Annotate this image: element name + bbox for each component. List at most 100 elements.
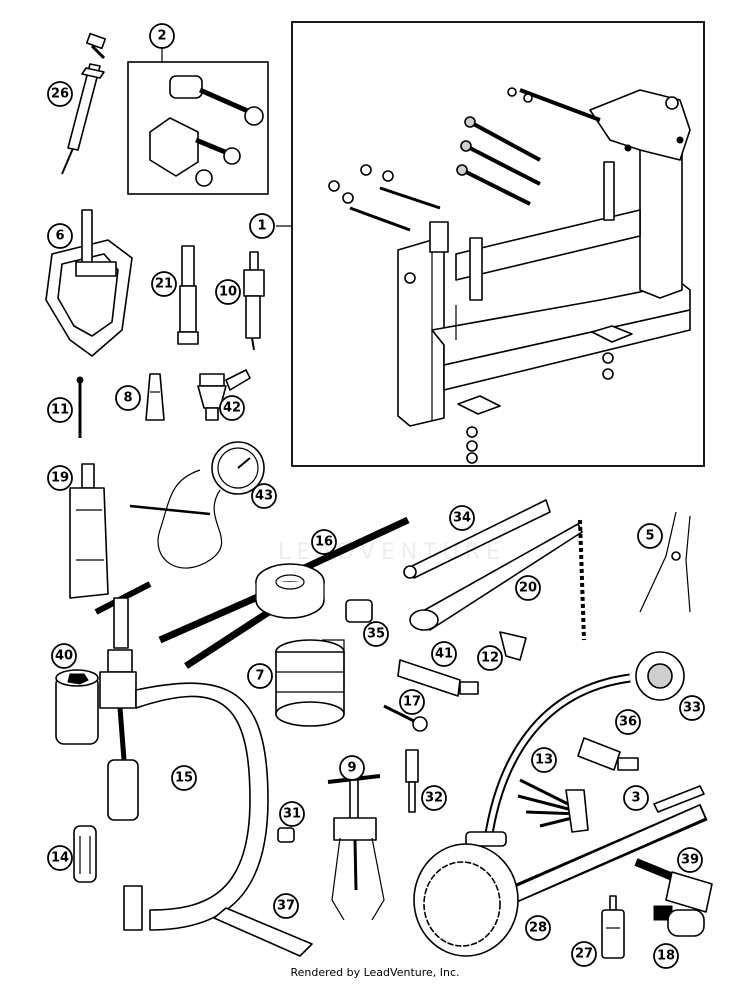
callout-12-label: 12 (481, 651, 499, 666)
callout-7: 7 (247, 663, 273, 689)
footer-credit: Rendered by LeadVenture, Inc. (290, 966, 460, 979)
nut-35-drawing (345, 599, 373, 623)
tool-32-drawing (405, 749, 419, 813)
strip-3-drawing (653, 785, 705, 813)
watermark: LEADVENTURE (278, 540, 506, 565)
callout-11-label: 11 (51, 403, 69, 418)
tool-18-drawing (653, 905, 705, 937)
callout-17-label: 17 (403, 695, 421, 710)
pliers-5-drawing (639, 511, 691, 613)
gauge-43-drawing (129, 441, 265, 569)
callout-5: 5 (637, 523, 663, 549)
tool-16-drawing (158, 516, 410, 669)
tool-10-drawing (243, 251, 265, 351)
callout-3: 3 (623, 785, 649, 811)
callout-36: 36 (615, 709, 641, 735)
callout-33-label: 33 (683, 701, 701, 716)
callout-27: 27 (571, 941, 597, 967)
tool-21-drawing (177, 245, 199, 345)
tool-42-drawing (197, 369, 251, 421)
callout-16: 16 (311, 529, 337, 555)
callout-7-label: 7 (255, 669, 264, 684)
callout-9-label: 9 (347, 761, 356, 776)
callout-37: 37 (273, 893, 299, 919)
callout-28: 28 (525, 915, 551, 941)
callout-21: 21 (151, 271, 177, 297)
callout-16-label: 16 (315, 535, 333, 550)
callout-10-label: 10 (219, 285, 237, 300)
callout-39-label: 39 (681, 853, 699, 868)
callout-20-label: 20 (519, 581, 537, 596)
callout-40: 40 (51, 643, 77, 669)
tool-34-20-drawing (403, 499, 586, 641)
compressor-7-drawing (275, 639, 345, 727)
callout-13: 13 (531, 747, 557, 773)
engine-stand-drawing (328, 87, 691, 464)
callout-34-label: 34 (453, 511, 471, 526)
callout-26: 26 (47, 81, 73, 107)
callout-28-label: 28 (529, 921, 547, 936)
holder-28-drawing (413, 803, 708, 957)
plug-12-drawing (499, 631, 527, 661)
callout-31-label: 31 (283, 807, 301, 822)
callout-19: 19 (47, 465, 73, 491)
callout-2: 2 (149, 23, 175, 49)
item-2-frame (127, 61, 269, 195)
filter-14-drawing (73, 825, 97, 883)
callout-39: 39 (677, 847, 703, 873)
clamp-15-drawing (94, 581, 269, 931)
callout-14: 14 (47, 845, 73, 871)
callout-32: 32 (421, 785, 447, 811)
tool-39-drawing (634, 858, 713, 913)
plug-31-drawing (277, 827, 295, 843)
callout-33: 33 (679, 695, 705, 721)
callout-6-label: 6 (55, 229, 64, 244)
callout-5-label: 5 (645, 529, 654, 544)
callout-2-label: 2 (157, 29, 166, 44)
callout-15-label: 15 (175, 771, 193, 786)
callout-14-label: 14 (51, 851, 69, 866)
callout-31: 31 (279, 801, 305, 827)
callout-1-label: 1 (257, 219, 266, 234)
screw-17-drawing (383, 704, 428, 732)
callout-18: 18 (653, 943, 679, 969)
callout-11: 11 (47, 397, 73, 423)
bottle-27-drawing (601, 895, 625, 959)
callout-10: 10 (215, 279, 241, 305)
callout-17: 17 (399, 689, 425, 715)
tool-8-drawing (145, 373, 165, 421)
callout-43-label: 43 (255, 489, 273, 504)
callout-42: 42 (219, 395, 245, 421)
socket-40-drawing (55, 669, 99, 745)
callout-13-label: 13 (535, 753, 553, 768)
callout-12: 12 (477, 645, 503, 671)
callout-6: 6 (47, 223, 73, 249)
callout-15: 15 (171, 765, 197, 791)
feeler-13-drawing (517, 778, 589, 833)
tube-19-drawing (69, 463, 109, 599)
callout-42-label: 42 (223, 401, 241, 416)
callout-8-label: 8 (123, 391, 132, 406)
syringe-drawing (61, 32, 107, 175)
callout-8: 8 (115, 385, 141, 411)
callout-41: 41 (431, 641, 457, 667)
tool-38-drawing (577, 737, 639, 771)
puller-6-drawing (45, 209, 133, 357)
callout-18-label: 18 (657, 949, 675, 964)
tube-41-drawing (397, 659, 479, 697)
callout-43: 43 (251, 483, 277, 509)
engine-stand-frame (291, 21, 705, 467)
callout-35-label: 35 (367, 627, 385, 642)
item-2-drawing (149, 75, 264, 187)
callout-37-label: 37 (277, 899, 295, 914)
callout-32-label: 32 (425, 791, 443, 806)
callout-27-label: 27 (575, 947, 593, 962)
callout-19-label: 19 (51, 471, 69, 486)
callout-34: 34 (449, 505, 475, 531)
flex-shaft-33-drawing (465, 651, 685, 847)
plate-37-drawing (213, 907, 313, 957)
callout-1: 1 (249, 213, 275, 239)
callout-41-label: 41 (435, 647, 453, 662)
callout-3-label: 3 (631, 791, 640, 806)
